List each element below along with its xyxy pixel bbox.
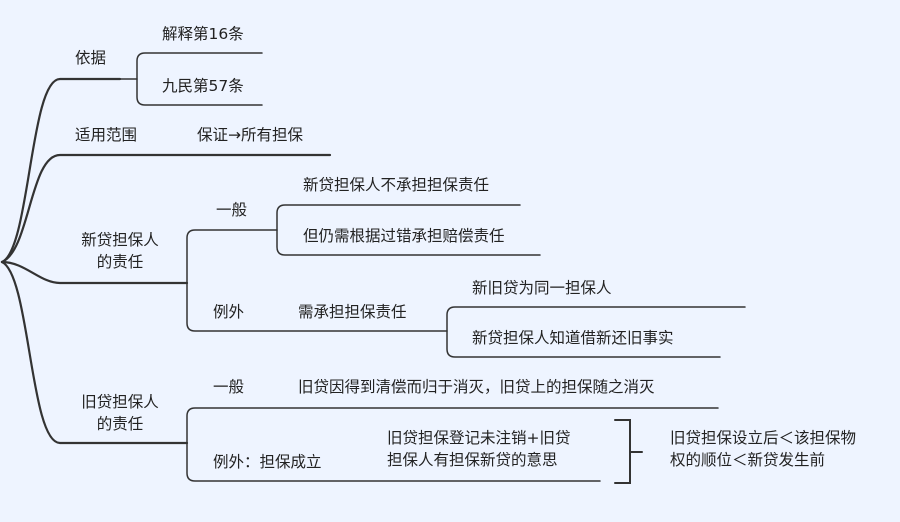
note-line2: 权的顺位＜新贷发生前: [670, 451, 826, 469]
node-basis-interpretation-16[interactable]: 解释第16条: [162, 25, 244, 43]
branch-basis-curve: [0, 77, 122, 264]
node-old-exception-note[interactable]: 旧贷担保设立后＜该担保物 权的顺位＜新贷发生前: [670, 427, 856, 471]
node-new-exception-cond-2[interactable]: 新贷担保人知道借新还旧事实: [472, 329, 674, 347]
node-old-guarantor[interactable]: 旧贷担保人 的责任: [70, 391, 170, 435]
node-basis[interactable]: 依据: [75, 49, 107, 67]
node-new-general-2[interactable]: 但仍需根据过错承担赔偿责任: [303, 227, 505, 245]
branch-new-curve: [0, 260, 189, 285]
condition-line1: 旧贷担保登记未注销+旧贷: [387, 429, 571, 447]
branch-old-curve: [0, 260, 189, 445]
node-basis-jiumin-57[interactable]: 九民第57条: [162, 77, 244, 95]
node-new-exception-cond-1[interactable]: 新旧贷为同一担保人: [472, 279, 612, 297]
node-new-exception[interactable]: 例外: [213, 303, 245, 321]
node-old-exception-condition[interactable]: 旧贷担保登记未注销+旧贷 担保人有担保新贷的意思: [387, 427, 571, 471]
node-old-general[interactable]: 一般: [213, 378, 245, 396]
note-line1: 旧贷担保设立后＜该担保物: [670, 429, 857, 447]
node-new-guarantor-line2: 的责任: [96, 253, 144, 271]
node-old-guarantor-line1: 旧贷担保人: [81, 393, 159, 411]
node-new-general[interactable]: 一般: [216, 201, 248, 219]
node-old-guarantor-line2: 的责任: [96, 415, 144, 433]
node-new-exception-liability[interactable]: 需承担担保责任: [298, 303, 407, 321]
node-new-general-1[interactable]: 新贷担保人不承担担保责任: [303, 176, 490, 194]
node-new-guarantor[interactable]: 新贷担保人 的责任: [70, 229, 170, 273]
node-scope[interactable]: 适用范围: [75, 126, 138, 144]
condition-line2: 担保人有担保新贷的意思: [387, 451, 558, 469]
node-scope-detail[interactable]: 保证→所有担保: [197, 126, 303, 144]
node-old-exception[interactable]: 例外：担保成立: [213, 453, 322, 471]
node-old-general-detail[interactable]: 旧贷因得到清偿而归于消灭，旧贷上的担保随之消灭: [298, 378, 655, 396]
branch-scope-curve: [0, 153, 332, 264]
node-new-guarantor-line1: 新贷担保人: [81, 231, 159, 249]
